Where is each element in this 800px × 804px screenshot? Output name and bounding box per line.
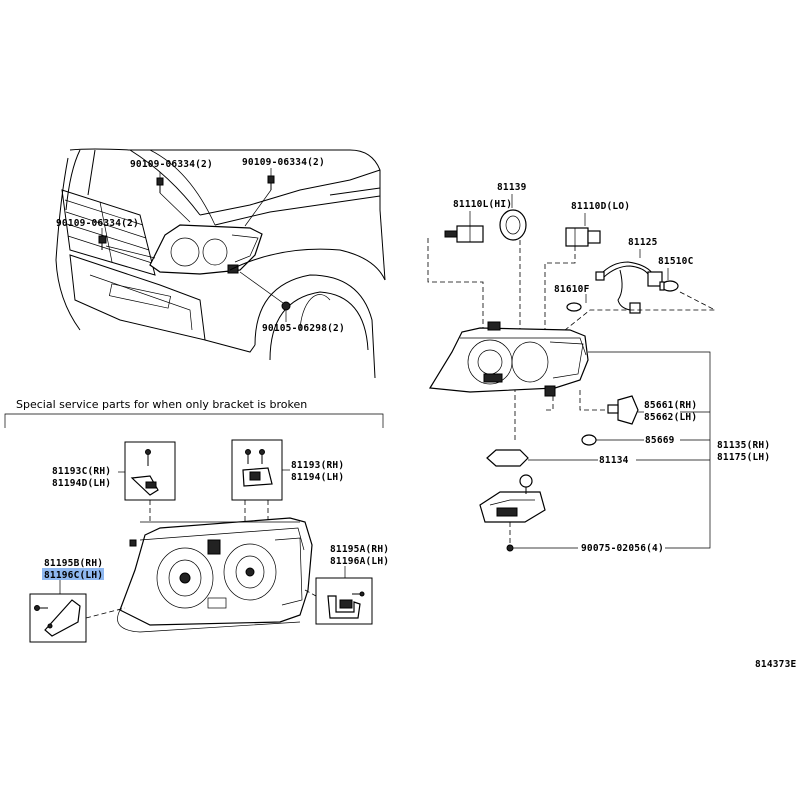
label-81135[interactable]: 81135(RH) xyxy=(717,440,770,451)
bulb-81610f xyxy=(566,302,582,312)
screw-icon xyxy=(506,544,514,552)
label-90109-c[interactable]: 90109-06334(2) xyxy=(56,218,139,229)
label-85669[interactable]: 85669 xyxy=(645,435,675,446)
bolt-icon xyxy=(98,235,107,250)
label-81134[interactable]: 81134 xyxy=(599,455,629,466)
label-81175[interactable]: 81175(LH) xyxy=(717,452,770,463)
bulb-81510c xyxy=(659,280,679,292)
headlamp-assembly-lower xyxy=(117,517,313,633)
assembly-bracket-lines xyxy=(588,351,711,549)
diagram-id: 814373E xyxy=(755,659,797,670)
label-81194d[interactable]: 81194D(LH) xyxy=(52,478,111,489)
bolt-icon xyxy=(267,175,275,190)
label-81139[interactable]: 81139 xyxy=(497,182,527,193)
label-81194[interactable]: 81194(LH) xyxy=(291,472,344,483)
label-81195b[interactable]: 81195B(RH) xyxy=(44,558,103,569)
bulb-hi-81110l xyxy=(444,225,484,243)
headlamp-assembly-upper xyxy=(428,321,589,397)
label-81510c[interactable]: 81510C xyxy=(658,256,694,267)
gasket-81134 xyxy=(486,449,529,467)
bracket-81195b-group xyxy=(29,593,87,643)
label-85662[interactable]: 85662(LH) xyxy=(644,412,697,423)
label-81110l[interactable]: 81110L(HI) xyxy=(453,199,512,210)
label-81125[interactable]: 81125 xyxy=(628,237,658,248)
label-90109-a[interactable]: 90109-06334(2) xyxy=(130,159,213,170)
gasket-85669 xyxy=(581,434,597,446)
bracket-81193c-group xyxy=(124,441,176,501)
section-caption: Special service parts for when only brac… xyxy=(16,398,307,411)
label-81610f[interactable]: 81610F xyxy=(554,284,590,295)
wire-harness-81125 xyxy=(595,261,663,314)
bracket-81195a-group xyxy=(315,577,373,625)
label-90109-b[interactable]: 90109-06334(2) xyxy=(242,157,325,168)
label-90105[interactable]: 90105-06298(2) xyxy=(262,323,345,334)
socket-85661 xyxy=(607,395,639,425)
exploded-guides xyxy=(427,238,716,440)
label-81196c[interactable]: 81196C(LH) xyxy=(44,570,103,581)
bolt-icon xyxy=(156,177,164,193)
label-85661[interactable]: 85661(RH) xyxy=(644,400,697,411)
label-90075[interactable]: 90075-02056(4) xyxy=(581,543,664,554)
retaining-ring-81139 xyxy=(499,209,527,241)
vehicle-front-illustration xyxy=(55,148,386,379)
bulb-lo-81110d xyxy=(565,227,601,247)
label-81195a[interactable]: 81195A(RH) xyxy=(330,544,389,555)
label-81110d[interactable]: 81110D(LO) xyxy=(571,201,630,212)
label-81193[interactable]: 81193(RH) xyxy=(291,460,344,471)
section-bracket xyxy=(4,413,384,428)
ballast-unit xyxy=(479,474,546,523)
bracket-81193-group xyxy=(231,439,283,501)
label-81193c[interactable]: 81193C(RH) xyxy=(52,466,111,477)
label-81196a[interactable]: 81196A(LH) xyxy=(330,556,389,567)
nut-icon xyxy=(281,301,291,311)
highlight-81196c xyxy=(42,568,104,580)
